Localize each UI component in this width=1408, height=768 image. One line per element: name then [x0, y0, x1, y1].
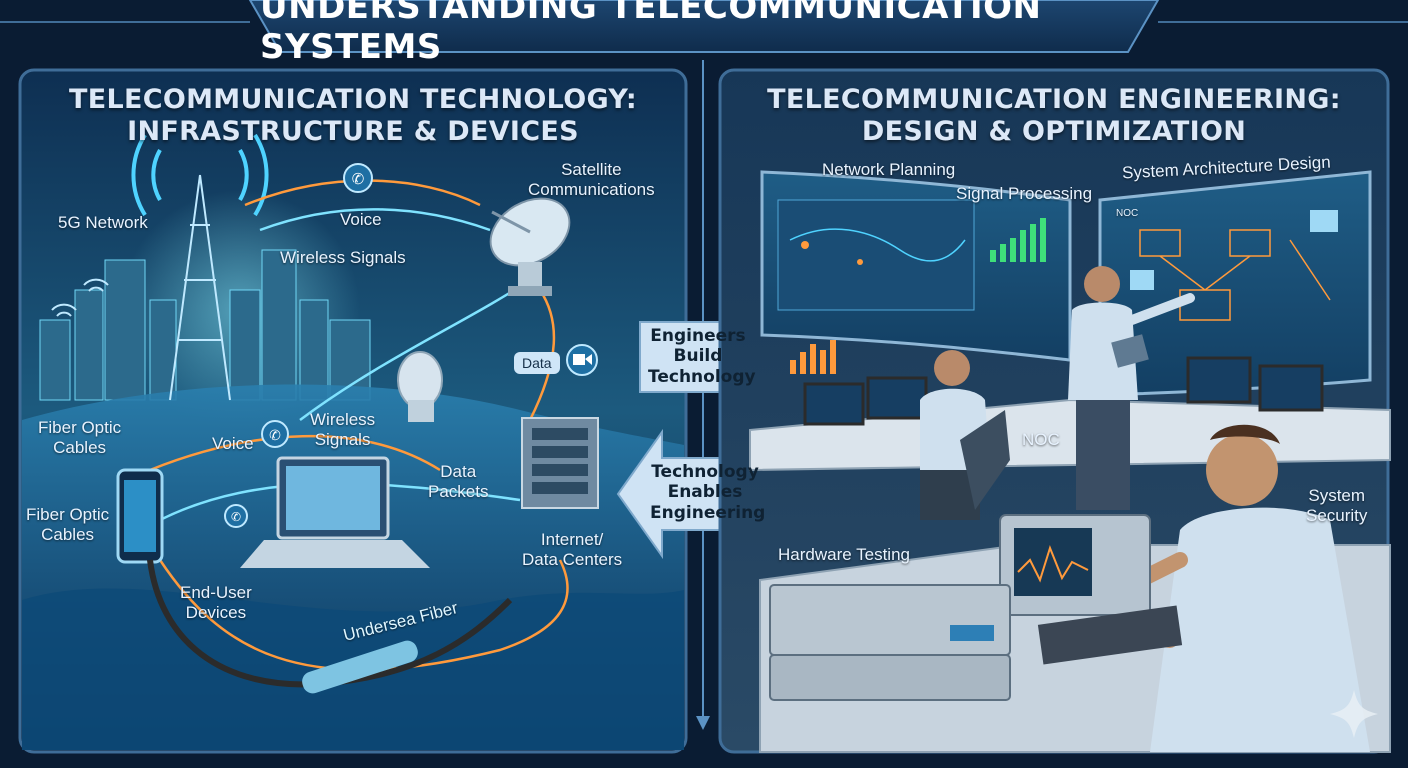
- svg-text:✆: ✆: [231, 510, 241, 524]
- label-wireless-signals-mid: Wireless Signals: [310, 410, 375, 449]
- satellite-dish-icon: [489, 197, 571, 296]
- left-panel-title-line1: TELECOMMUNICATION TECHNOLOGY:: [69, 84, 637, 115]
- label-data: Data: [514, 352, 560, 374]
- label-fiber-optic-1-line2: Cables: [53, 437, 107, 457]
- label-satellite-line1: Satellite: [561, 160, 622, 179]
- page-title: UNDERSTANDING TELECOMMUNICATION SYSTEMS: [260, 0, 1042, 67]
- test-rack: [769, 584, 1011, 701]
- right-panel-title-line2: DESIGN & OPTIMIZATION: [861, 116, 1247, 148]
- label-fiber-optic-2-line2: Cables: [41, 524, 95, 544]
- technology-enables-engineering: Technology Enables Engineering: [650, 462, 766, 523]
- label-internet-line2: Data Centers: [522, 549, 623, 569]
- label-wireless-mid-line1: Wireless: [310, 410, 376, 429]
- city-skyline: [39, 249, 371, 401]
- seated-engineer: [920, 350, 1010, 520]
- smartphone-icon: [116, 468, 164, 564]
- arrow-right-line2: Build: [673, 346, 723, 367]
- label-signal-processing: Signal Processing: [956, 184, 1093, 203]
- label-end-user-line1: End-User: [180, 583, 252, 602]
- label-wireless-mid-line2: Signals: [314, 429, 371, 449]
- arrow-right-line3: Technology: [648, 366, 756, 387]
- label-data-packets-line1: Data: [440, 462, 477, 481]
- oscilloscope: [999, 514, 1151, 616]
- arrow-right-line1: Engineers: [650, 326, 746, 346]
- right-panel-title: TELECOMMUNICATION ENGINEERING: DESIGN & …: [760, 84, 1348, 149]
- label-hardware-testing: Hardware Testing: [778, 545, 910, 564]
- cell-tower-icon: [131, 133, 269, 401]
- label-system-security-line1: System: [1308, 486, 1366, 505]
- label-system-security: System Security: [1306, 486, 1367, 525]
- right-panel-title-line1: TELECOMMUNICATION ENGINEERING:: [767, 84, 1341, 115]
- label-internet-line1: Internet/: [540, 530, 604, 549]
- title-banner-shape: [248, 0, 1160, 53]
- small-dish-icon: [397, 351, 443, 422]
- label-fiber-optic-1-line1: Fiber Optic: [38, 418, 122, 437]
- label-noc-screen: NOC: [1116, 208, 1139, 219]
- label-voice-top: Voice: [340, 210, 382, 229]
- label-5g-network: 5G Network: [58, 213, 148, 232]
- label-fiber-optic-2: Fiber Optic Cables: [26, 505, 109, 544]
- label-satellite-line2: Communications: [528, 179, 655, 199]
- label-noc: NOC: [1022, 430, 1060, 449]
- arrow-left-line1: Technology: [651, 462, 759, 482]
- label-satellite: Satellite Communications: [528, 160, 655, 199]
- label-internet-data-centers: Internet/ Data Centers: [522, 530, 622, 569]
- arrow-left-line3: Engineering: [650, 502, 766, 523]
- label-end-user-devices: End-User Devices: [180, 583, 252, 622]
- label-voice-mid: Voice: [212, 434, 254, 453]
- wifi-icon: [51, 278, 109, 317]
- sparkle-icon: [1330, 690, 1378, 738]
- label-network-planning: Network Planning: [822, 160, 956, 179]
- phone-icon: ✆: [343, 163, 373, 193]
- label-data-packets-line2: Packets: [428, 481, 489, 501]
- phone-icon: ✆: [224, 504, 248, 528]
- label-fiber-optic-2-line1: Fiber Optic: [26, 505, 110, 524]
- standing-engineer: [1068, 266, 1195, 510]
- left-panel-title-line2: INFRASTRUCTURE & DEVICES: [127, 116, 579, 148]
- label-wireless-signals-top: Wireless Signals: [280, 248, 406, 267]
- label-data-packets: Data Packets: [428, 462, 488, 501]
- label-system-security-line2: Security: [1306, 505, 1368, 525]
- label-end-user-line2: Devices: [185, 602, 247, 622]
- left-panel-title: TELECOMMUNICATION TECHNOLOGY: INFRASTRUC…: [60, 84, 646, 149]
- server-icon: [521, 417, 599, 509]
- engineers-build-technology: Engineers Build Technology: [648, 326, 756, 387]
- svg-text:✆: ✆: [269, 428, 281, 444]
- label-fiber-optic-1: Fiber Optic Cables: [38, 418, 121, 457]
- laptop-icon: [240, 456, 430, 568]
- phone-icon: ✆: [261, 420, 289, 448]
- arrow-left-line2: Enables: [667, 482, 743, 503]
- video-icon: [566, 344, 598, 376]
- svg-text:✆: ✆: [352, 170, 365, 188]
